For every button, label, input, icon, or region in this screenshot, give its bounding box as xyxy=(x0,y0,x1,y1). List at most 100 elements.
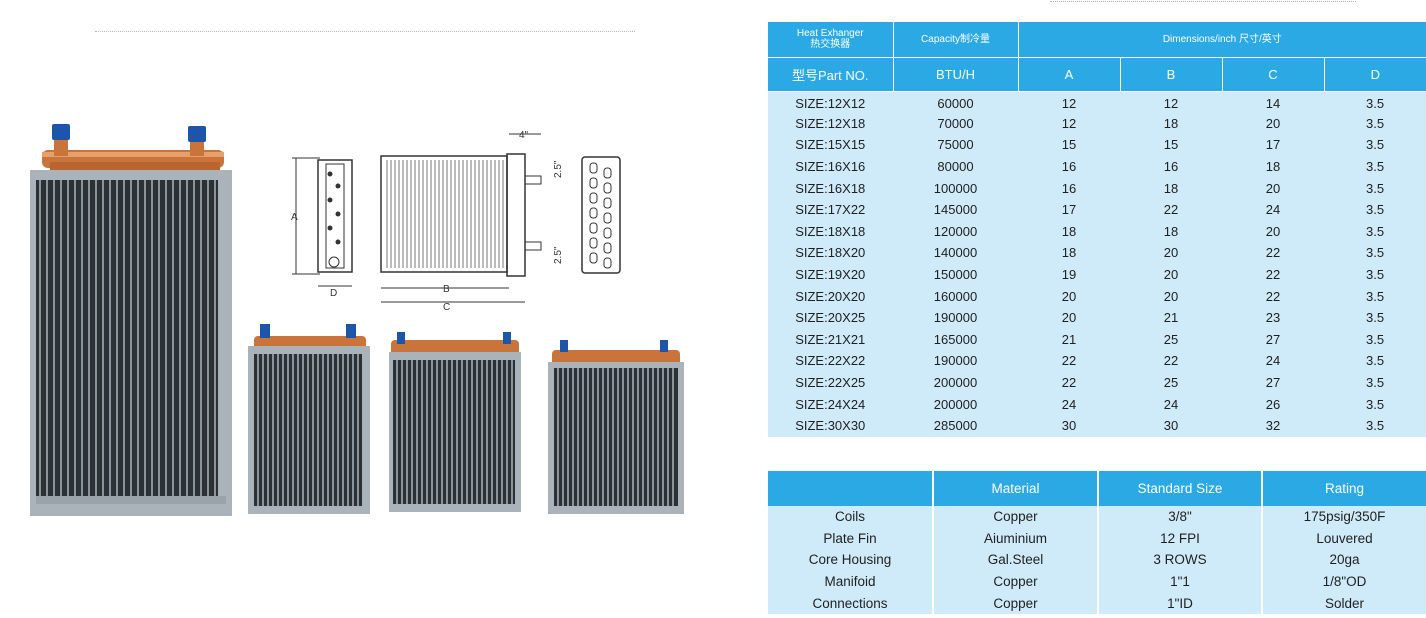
header-capacity: Capacity制冷量 xyxy=(893,22,1019,58)
table-cell: 18 xyxy=(1018,242,1121,264)
table-cell: 3 ROWS xyxy=(1098,549,1263,571)
table-cell: 18 xyxy=(1222,155,1325,178)
table-cell: 120000 xyxy=(893,220,1019,243)
table-cell: 17 xyxy=(1222,134,1325,156)
table-cell: 30 xyxy=(1018,414,1121,437)
material-column-header: Material xyxy=(933,471,1099,506)
table-cell: 3.5 xyxy=(1324,393,1426,415)
dimension-label-25-top: 2.5" xyxy=(553,160,564,178)
table-cell: 22 xyxy=(1222,242,1325,264)
table-cell: 18 xyxy=(1120,177,1223,199)
table-cell: SIZE:24X24 xyxy=(768,393,894,415)
table-cell: 1"ID xyxy=(1098,592,1263,614)
table-cell: 16 xyxy=(1018,155,1121,178)
table-cell: 18 xyxy=(1018,220,1121,243)
table-cell: 3.5 xyxy=(1324,242,1426,264)
table-cell: 3.5 xyxy=(1324,285,1426,307)
table-cell: SIZE:12X12 xyxy=(768,91,894,113)
table-cell: 21 xyxy=(1120,306,1223,329)
table-cell: 3.5 xyxy=(1324,371,1426,394)
table-cell: 22 xyxy=(1120,350,1223,372)
table-cell: 70000 xyxy=(893,112,1019,135)
heat-exchanger-small-photo-2 xyxy=(387,330,523,514)
header-heat-exchanger: Heat Exhanger 热交换器 xyxy=(768,22,894,58)
table-cell: 20 xyxy=(1120,242,1223,264)
table-cell: 100000 xyxy=(893,177,1019,199)
table-cell: 3.5 xyxy=(1324,155,1426,178)
table-cell: 3.5 xyxy=(1324,198,1426,221)
table-cell: SIZE:12X18 xyxy=(768,112,894,135)
divider-line-left xyxy=(95,31,635,32)
table-cell: Connections xyxy=(768,592,934,614)
table-cell: 20 xyxy=(1222,177,1325,199)
dimension-label-4: 4" xyxy=(519,130,529,141)
table-cell: 30 xyxy=(1120,414,1223,437)
table-cell: 20 xyxy=(1222,112,1325,135)
table-cell: 16 xyxy=(1120,155,1223,178)
table-cell: 3.5 xyxy=(1324,328,1426,351)
table-cell: 24 xyxy=(1120,393,1223,415)
table-cell: 165000 xyxy=(893,328,1019,351)
table-cell: Copper xyxy=(933,506,1099,528)
dimension-label-b: B xyxy=(443,284,450,295)
table-cell: 175psig/350F xyxy=(1262,506,1426,528)
header-dimensions: Dimensions/inch 尺寸/英寸 xyxy=(1018,22,1426,58)
table-cell: 3.5 xyxy=(1324,306,1426,329)
table-cell: SIZE:15X15 xyxy=(768,134,894,156)
table-cell: 32 xyxy=(1222,414,1325,437)
table-cell: 24 xyxy=(1222,198,1325,221)
table-cell: 140000 xyxy=(893,242,1019,264)
table-cell: 15 xyxy=(1018,134,1121,156)
table-cell: 18 xyxy=(1120,112,1223,135)
spec-column-header: 型号Part NO. xyxy=(768,57,894,92)
table-cell: Gal.Steel xyxy=(933,549,1099,571)
table-cell: 3.5 xyxy=(1324,414,1426,437)
table-cell: 25 xyxy=(1120,371,1223,394)
table-cell: SIZE:20X20 xyxy=(768,285,894,307)
table-cell: 22 xyxy=(1018,371,1121,394)
spec-column-header: BTU/H xyxy=(893,57,1019,92)
table-cell: 20 xyxy=(1120,263,1223,286)
table-cell: Aiuminium xyxy=(933,527,1099,550)
divider-line-right xyxy=(1050,1,1356,2)
table-cell: SIZE:18X18 xyxy=(768,220,894,243)
table-cell: 24 xyxy=(1018,393,1121,415)
heat-exchanger-small-photo-1 xyxy=(246,320,372,516)
table-cell: 1"1 xyxy=(1098,570,1263,593)
table-cell: 60000 xyxy=(893,91,1019,113)
table-cell: SIZE:21X21 xyxy=(768,328,894,351)
table-cell: 285000 xyxy=(893,414,1019,437)
table-cell: 75000 xyxy=(893,134,1019,156)
dimension-label-a: A xyxy=(291,212,298,223)
table-cell: SIZE:18X20 xyxy=(768,242,894,264)
table-cell: 26 xyxy=(1222,393,1325,415)
table-cell: Solder xyxy=(1262,592,1426,614)
table-cell: 3/8" xyxy=(1098,506,1263,528)
table-cell: 20ga xyxy=(1262,549,1426,571)
table-cell: SIZE:30X30 xyxy=(768,414,894,437)
table-cell: SIZE:20X25 xyxy=(768,306,894,329)
table-cell: 145000 xyxy=(893,198,1019,221)
table-cell: 12 xyxy=(1018,112,1121,135)
table-cell: 160000 xyxy=(893,285,1019,307)
table-cell: 150000 xyxy=(893,263,1019,286)
table-cell: SIZE:19X20 xyxy=(768,263,894,286)
table-cell: 12 xyxy=(1120,91,1223,113)
spec-column-header: A xyxy=(1018,57,1121,92)
material-column-header: Rating xyxy=(1262,471,1426,506)
table-cell: 3.5 xyxy=(1324,350,1426,372)
table-cell: 200000 xyxy=(893,393,1019,415)
table-cell: 14 xyxy=(1222,91,1325,113)
spec-column-header: D xyxy=(1324,57,1426,92)
table-cell: 19 xyxy=(1018,263,1121,286)
